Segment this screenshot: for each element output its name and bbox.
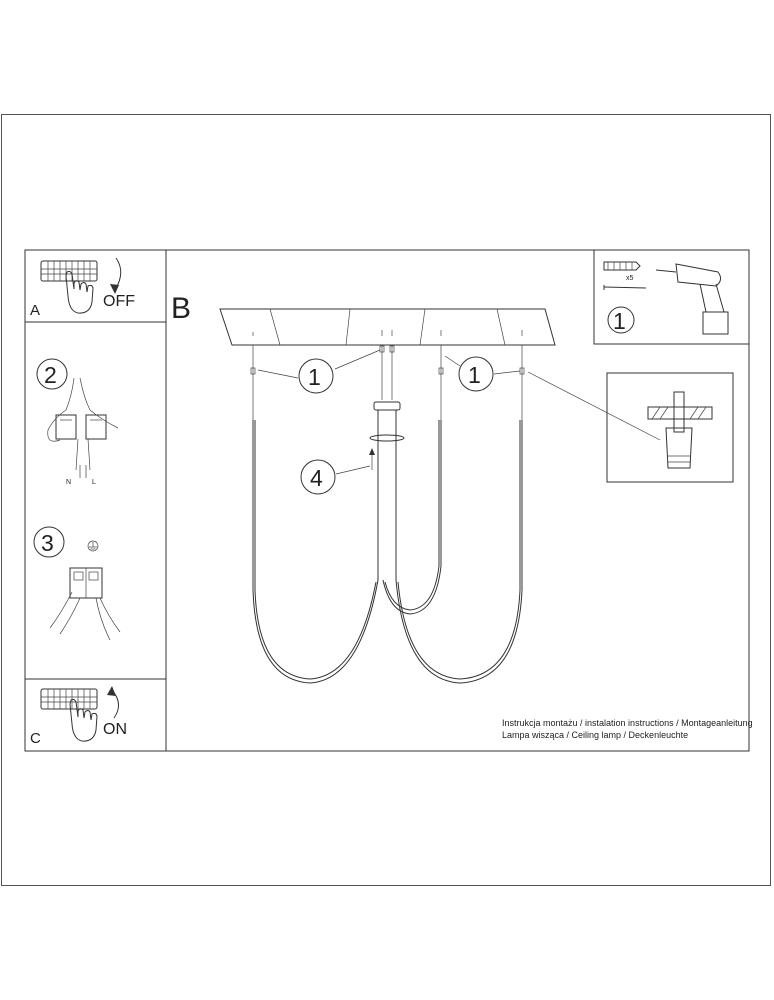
panel-c: C ON (24, 678, 167, 752)
panel-c-letter: C (30, 730, 41, 747)
step-3-number: 3 (41, 530, 54, 556)
step-3: 3 (33, 526, 121, 641)
hand-icon (65, 270, 94, 314)
anchor-detail-icon (606, 372, 734, 483)
step-2-number: 2 (44, 362, 57, 388)
wall-plug-icon (603, 261, 641, 271)
toolkit-number: 1 (613, 308, 626, 334)
wire-label-l: L (92, 479, 96, 486)
callout-1-left: 1 (257, 349, 381, 394)
callout-4: 4 (300, 448, 375, 495)
connector-block-icon (55, 414, 107, 440)
hand-icon (69, 698, 98, 742)
ground-symbol-icon (87, 540, 99, 552)
panel-a-state: OFF (103, 293, 135, 310)
panel-c-state: ON (103, 721, 127, 738)
central-cable (369, 401, 405, 580)
panel-a-box (24, 249, 167, 323)
section-b-letter: B (171, 292, 191, 325)
fuse-box-icon (40, 260, 98, 282)
sheet-frame (1, 114, 771, 886)
ceiling-canopy-icon (219, 308, 556, 346)
section-b: B (171, 292, 661, 684)
caption-line-2: Lampa wisząca / Ceiling lamp / Deckenleu… (502, 730, 688, 740)
caption-line-1: Instrukcja montażu / instalation instruc… (502, 718, 753, 728)
screw-quantity: x5 (626, 275, 634, 282)
diagram-border (24, 249, 750, 752)
panel-a: A OFF (24, 249, 167, 323)
toolkit-panel: x5 1 (593, 249, 750, 345)
callout-1-right: 1 (444, 355, 521, 392)
callout-right-number: 1 (468, 362, 481, 388)
panel-c-box (24, 678, 167, 752)
callout-cable-number: 4 (310, 465, 323, 491)
panel-a-letter: A (30, 302, 40, 319)
screw-icon (603, 285, 647, 290)
callout-left-number: 1 (308, 364, 321, 390)
detail-leader (527, 371, 661, 441)
suspension-wires (250, 330, 525, 420)
step-2: 2 N L (36, 358, 119, 486)
wire-label-n: N (66, 479, 71, 486)
fuse-box-icon (40, 688, 98, 710)
lamp-loops (252, 420, 523, 684)
drill-icon (655, 263, 729, 335)
connector-block-icon (69, 567, 103, 599)
